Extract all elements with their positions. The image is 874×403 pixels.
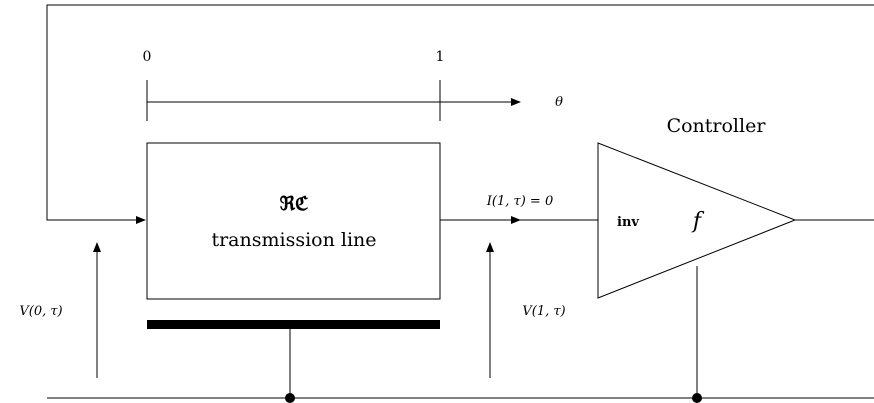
- controller-amplifier: [597, 142, 797, 299]
- theta-tick-label-start: 0: [143, 49, 152, 65]
- transmission-line-symbol: ℜℭ: [280, 193, 309, 215]
- controller-title: Controller: [667, 115, 767, 137]
- theta-tick-label-end: 1: [436, 49, 445, 65]
- ground-junction-line: [285, 393, 295, 403]
- boundary-condition-label: I(1, τ) = 0: [486, 194, 553, 209]
- theta-axis-label: θ: [555, 95, 563, 110]
- voltage-left-label: V(0, τ): [19, 304, 62, 319]
- controller-input-label: inv: [617, 215, 639, 230]
- feedback-wire: [46, 4, 874, 224]
- voltage-right-label: V(1, τ): [522, 304, 565, 319]
- ground-junction-controller: [692, 393, 702, 403]
- transmission-line-label: transmission line: [211, 229, 376, 251]
- transmission-line-block: [146, 142, 441, 300]
- ground-plate: [147, 320, 440, 329]
